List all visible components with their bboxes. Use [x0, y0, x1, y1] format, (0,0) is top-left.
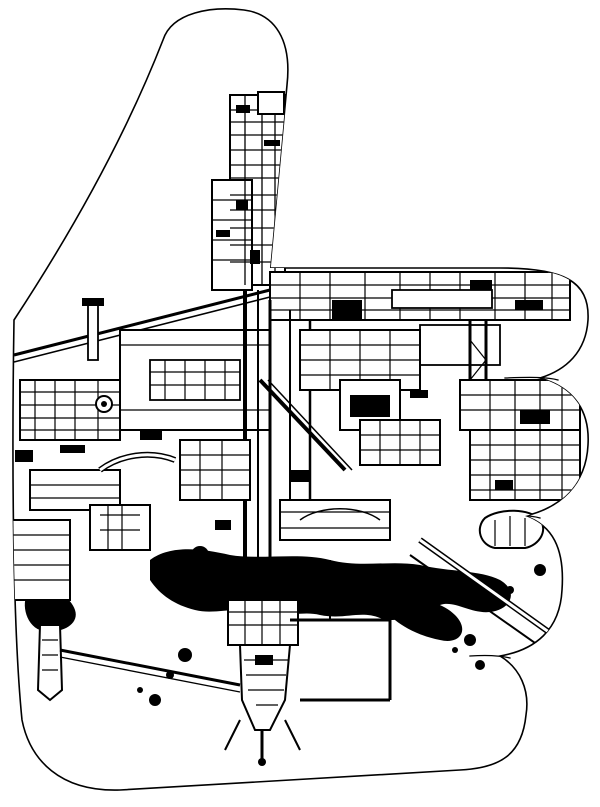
upper-finger-structures [269, 271, 571, 420]
bottom-apparatus [224, 560, 392, 766]
thumb-tower [211, 91, 286, 291]
central-machinery [98, 290, 441, 560]
left-machinery [12, 288, 271, 702]
finger-crease-upper [504, 376, 559, 381]
right-finger-structures [409, 379, 581, 651]
finger-crease-lower [469, 654, 511, 659]
machinery-cityscape [12, 91, 581, 766]
